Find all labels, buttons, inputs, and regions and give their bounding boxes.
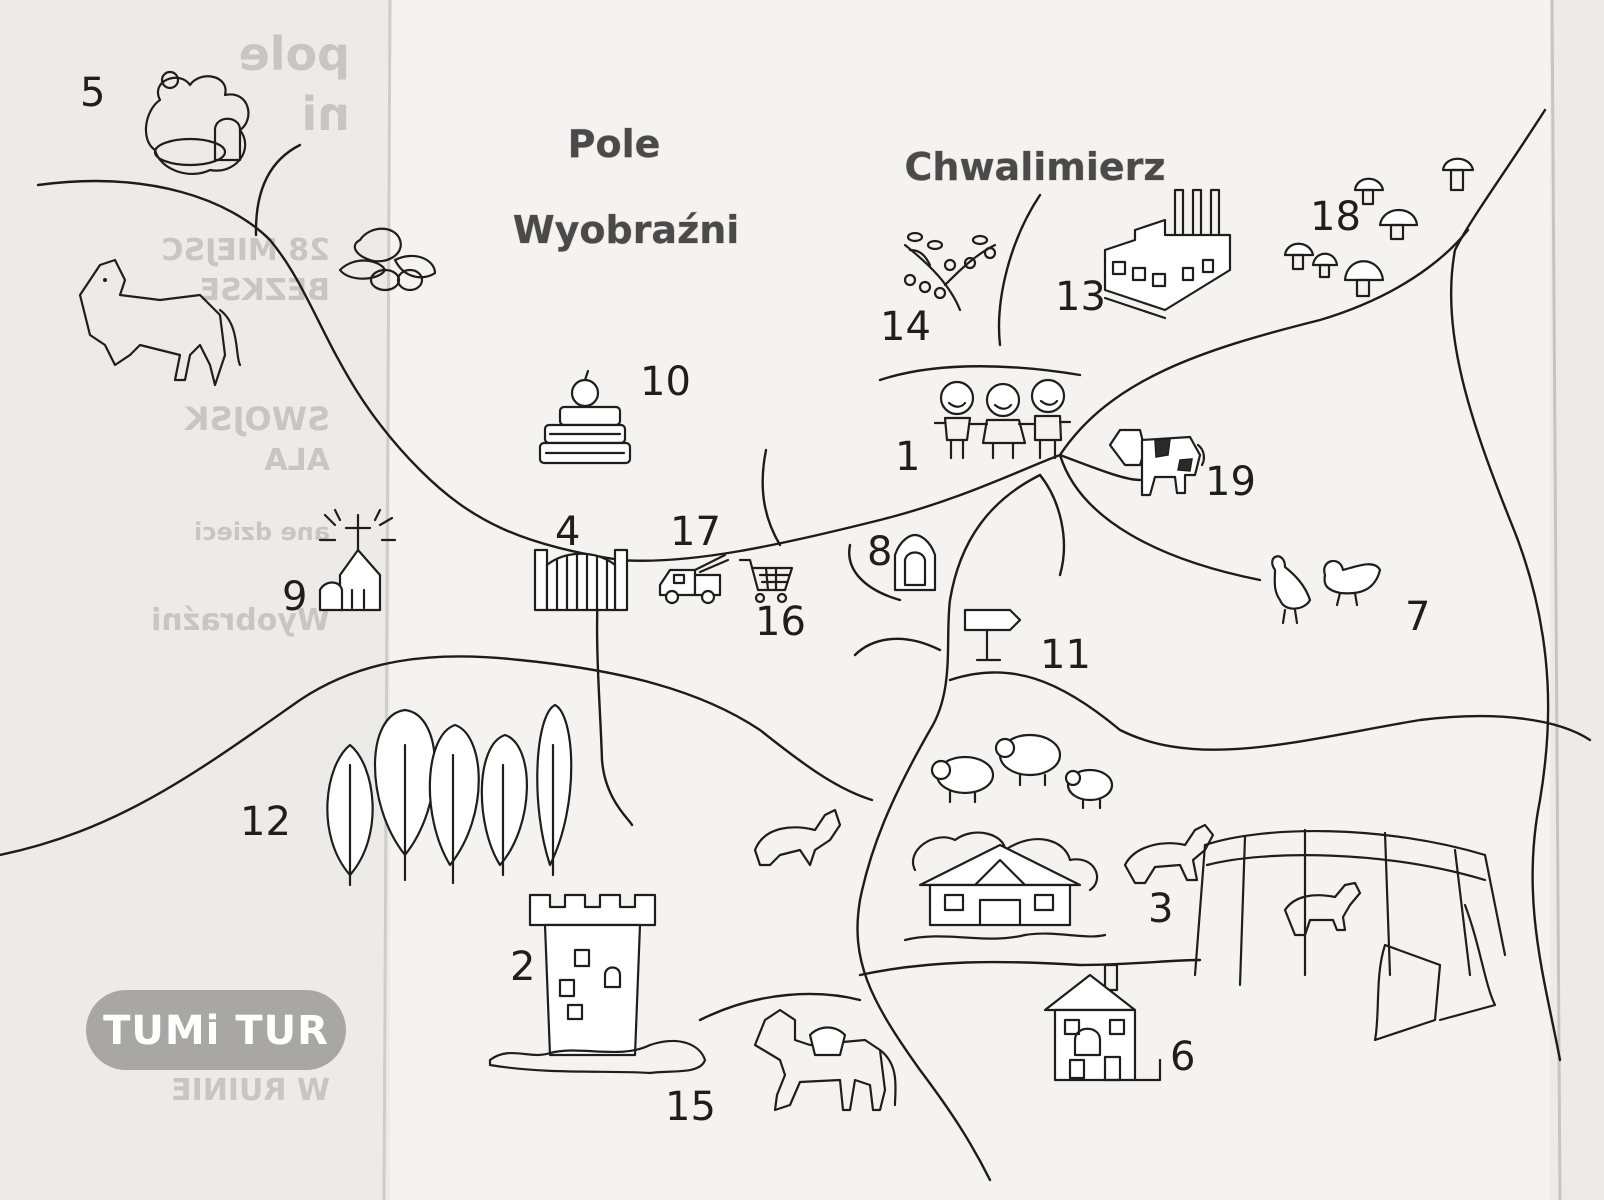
marker-10-label: 10 <box>640 359 691 405</box>
horse-icon <box>753 808 842 867</box>
forest-icon[interactable] <box>326 703 573 887</box>
svg-text:ni: ni <box>301 87 350 141</box>
marker-13-label: 13 <box>1055 274 1106 320</box>
marker-11-label: 11 <box>1040 632 1091 678</box>
church-icon[interactable] <box>318 508 397 612</box>
sheep-icon <box>930 733 1114 810</box>
children-icon[interactable] <box>933 378 1072 460</box>
svg-text:pole: pole <box>239 27 351 81</box>
roads <box>0 108 1592 1182</box>
marker-4-label: 4 <box>555 509 580 555</box>
svg-text:28 MIEJSC: 28 MIEJSC <box>162 233 331 268</box>
tumitur-logo-text: TUMi TUR <box>103 1008 329 1054</box>
marker-8-label: 8 <box>867 529 892 575</box>
chestnuts-icon <box>338 227 437 292</box>
title-pole-wyobrazni-line1: Pole <box>568 122 661 166</box>
tower-icon[interactable] <box>488 893 707 1075</box>
marker-19-label: 19 <box>1205 459 1256 505</box>
marker-18-label: 18 <box>1310 194 1361 240</box>
svg-text:SWOJSK: SWOJSK <box>184 400 331 438</box>
marker-17-label: 17 <box>670 509 721 555</box>
marker-16-label: 16 <box>755 599 806 645</box>
marker-5-label: 5 <box>80 70 105 116</box>
saddled-horse-icon[interactable] <box>753 1008 897 1112</box>
svg-text:ane dzieci: ane dzieci <box>194 518 330 546</box>
factory-icon[interactable] <box>1103 188 1232 320</box>
hens-icon[interactable] <box>1271 555 1382 625</box>
svg-text:W RUINIE: W RUINIE <box>171 1073 330 1108</box>
marker-7-label: 7 <box>1405 594 1430 640</box>
horse-icon <box>1123 823 1215 885</box>
cow-icon[interactable] <box>1108 428 1205 497</box>
berry-branch-icon[interactable] <box>903 231 997 312</box>
marker-12-label: 12 <box>240 799 291 845</box>
chapel-icon[interactable] <box>893 533 937 592</box>
marker-2-label: 2 <box>510 944 535 990</box>
marker-15-label: 15 <box>665 1084 716 1130</box>
svg-text:ALA: ALA <box>264 443 330 478</box>
signpost-icon[interactable] <box>963 608 1022 662</box>
farmhouse-icon[interactable] <box>903 831 1107 942</box>
title-pole-wyobrazni-line2: Wyobraźni <box>513 208 740 252</box>
gate-icon[interactable] <box>533 548 629 612</box>
title-chwalimierz: Chwalimierz <box>905 145 1166 189</box>
fire-truck-icon[interactable] <box>658 553 730 605</box>
shopping-cart-icon[interactable] <box>738 558 794 604</box>
marker-1-label: 1 <box>895 434 920 480</box>
books-apple-icon[interactable] <box>538 369 632 465</box>
ghost-swirl-icon[interactable] <box>144 70 250 175</box>
marker-6-label: 6 <box>1170 1034 1195 1080</box>
paddock-icon <box>1193 828 1507 1042</box>
horse-icon <box>78 258 242 387</box>
tumitur-logo: TUMi TUR <box>86 990 346 1070</box>
marker-9-label: 9 <box>282 574 307 620</box>
marker-3-label: 3 <box>1148 886 1173 932</box>
svg-text:Wyobraźni: Wyobraźni <box>151 603 330 638</box>
bleed-through-text: pole ni 28 MIEJSC BEZKSE SWOJSK ALA ane … <box>151 27 350 1108</box>
mushrooms-icon[interactable] <box>1283 157 1475 298</box>
marker-14-label: 14 <box>880 304 931 350</box>
house-icon[interactable] <box>1043 963 1162 1082</box>
